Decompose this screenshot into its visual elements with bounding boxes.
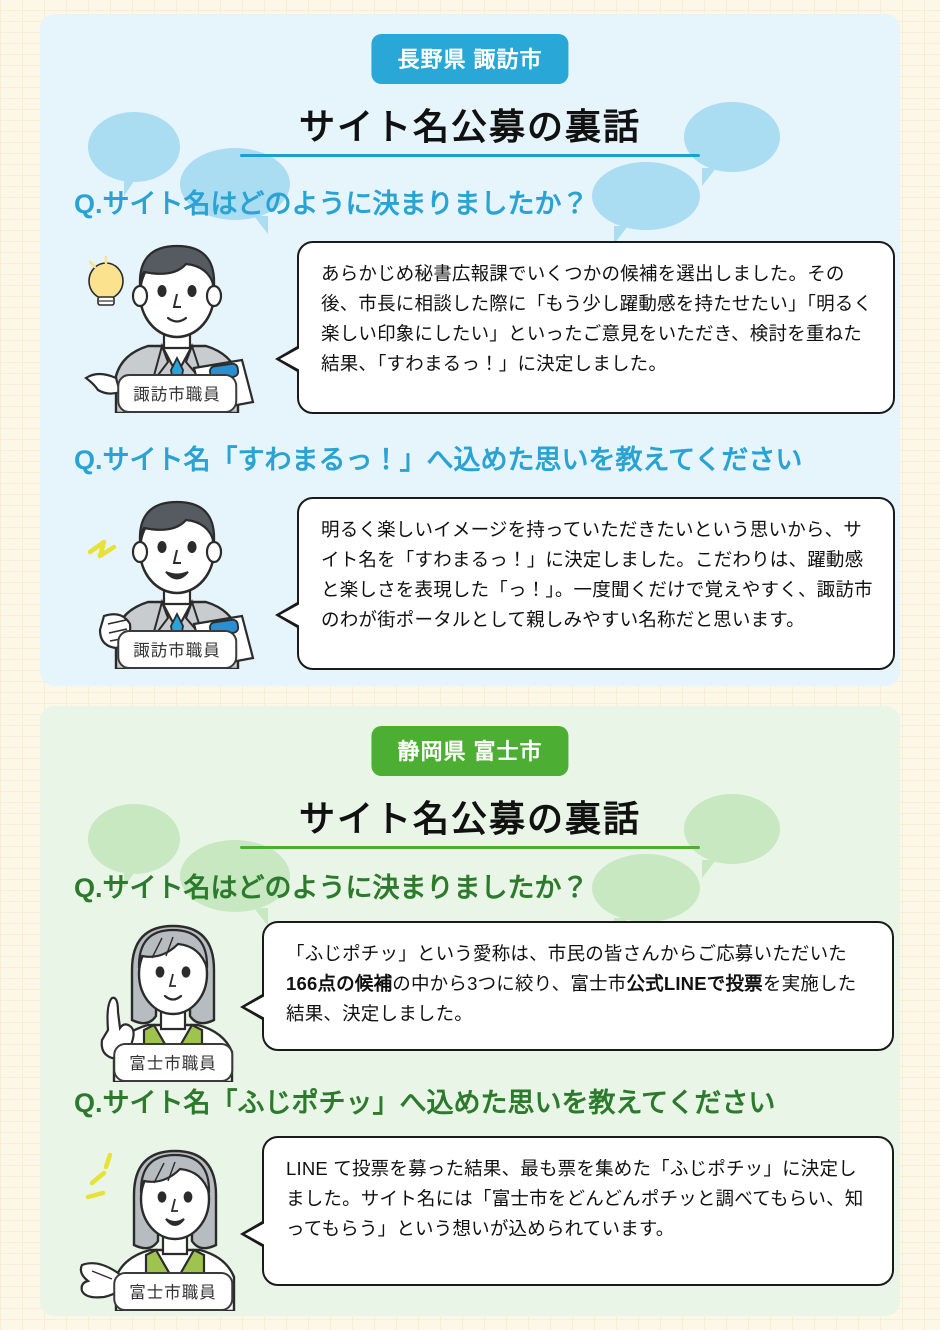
decorative-speech-bubble-icon bbox=[180, 840, 290, 926]
speaker-name-tag: 諏訪市職員 bbox=[117, 374, 237, 413]
section-suwa: 長野県 諏訪市 サイト名公募の裏話 Q.サイト名はどのように決まりましたか？ bbox=[40, 14, 900, 686]
section-badge-suwa: 長野県 諏訪市 bbox=[371, 34, 569, 84]
decorative-speech-bubble-icon bbox=[88, 804, 180, 888]
section-title-fuji: サイト名公募の裏話 bbox=[298, 798, 641, 839]
bubble-tail-inner bbox=[280, 348, 300, 370]
bubble-tail-inner bbox=[245, 1223, 265, 1245]
answer-bubble: 「ふじポチッ」という愛称は、市民の皆さんからご応募いただいた166点の候補の中か… bbox=[240, 921, 894, 1051]
decorative-speech-bubble-icon bbox=[592, 162, 700, 244]
section-title-suwa: サイト名公募の裏話 bbox=[298, 106, 641, 147]
decorative-speech-bubble-icon bbox=[592, 854, 700, 936]
question-heading: Q.サイト名「ふじポチッ」へ込めた思いを教えてください bbox=[74, 1088, 776, 1118]
title-divider bbox=[240, 846, 700, 849]
pointing-finger-icon bbox=[100, 996, 135, 1060]
decorative-speech-bubble-icon bbox=[88, 112, 180, 196]
bubble-tail-inner bbox=[245, 996, 265, 1018]
question-heading: Q.サイト名はどのように決まりましたか？ bbox=[74, 873, 589, 903]
answer-bubble: 明るく楽しいイメージを持っていただきたいという思いから、サイト名を「すわまるっ！… bbox=[275, 497, 895, 670]
section-badge-fuji: 静岡県 富士市 bbox=[371, 726, 569, 776]
sparkle-icon bbox=[85, 1152, 113, 1200]
speaker-name-tag: 諏訪市職員 bbox=[117, 630, 237, 669]
answer-bubble: あらかじめ秘書広報課でいくつかの候補を選出しました。その後、市長に相談した際に「… bbox=[275, 241, 895, 414]
energy-spark-icon bbox=[87, 539, 117, 559]
section-fuji: 静岡県 富士市 サイト名公募の裏話 Q.サイト名はどのように決まりましたか？ bbox=[40, 706, 900, 1316]
decorative-speech-bubble-icon bbox=[180, 148, 290, 234]
answer-text: 明るく楽しいイメージを持っていただきたいという思いから、サイト名を「すわまるっ！… bbox=[321, 519, 873, 630]
illustration-fuji-staff-1: 富士市職員 bbox=[78, 912, 268, 1082]
speaker-name-tag: 富士市職員 bbox=[113, 1043, 233, 1082]
speaker-name-tag: 富士市職員 bbox=[113, 1272, 233, 1311]
title-divider bbox=[240, 154, 700, 157]
illustration-suwa-staff-1: 諏訪市職員 bbox=[82, 228, 272, 413]
illustration-fuji-staff-2: 富士市職員 bbox=[78, 1131, 268, 1311]
answer-text: LINE て投票を募った結果、最も票を集めた「ふじポチッ」に決定しました。サイト… bbox=[286, 1158, 864, 1239]
question-heading: Q.サイト名はどのように決まりましたか？ bbox=[74, 189, 589, 219]
decorative-speech-bubble-icon bbox=[684, 102, 780, 186]
decorative-speech-bubble-icon bbox=[684, 794, 780, 878]
lightbulb-icon bbox=[88, 255, 124, 306]
illustration-suwa-staff-2: 諏訪市職員 bbox=[82, 484, 272, 669]
bubble-tail-inner bbox=[280, 604, 300, 626]
question-heading: Q.サイト名「すわまるっ！」へ込めた思いを教えてください bbox=[74, 445, 803, 475]
answer-text: 「ふじポチッ」という愛称は、市民の皆さんからご応募いただいた166点の候補の中か… bbox=[286, 943, 857, 1024]
answer-bubble: LINE て投票を募った結果、最も票を集めた「ふじポチッ」に決定しました。サイト… bbox=[240, 1136, 894, 1286]
answer-text: あらかじめ秘書広報課でいくつかの候補を選出しました。その後、市長に相談した際に「… bbox=[321, 263, 873, 374]
